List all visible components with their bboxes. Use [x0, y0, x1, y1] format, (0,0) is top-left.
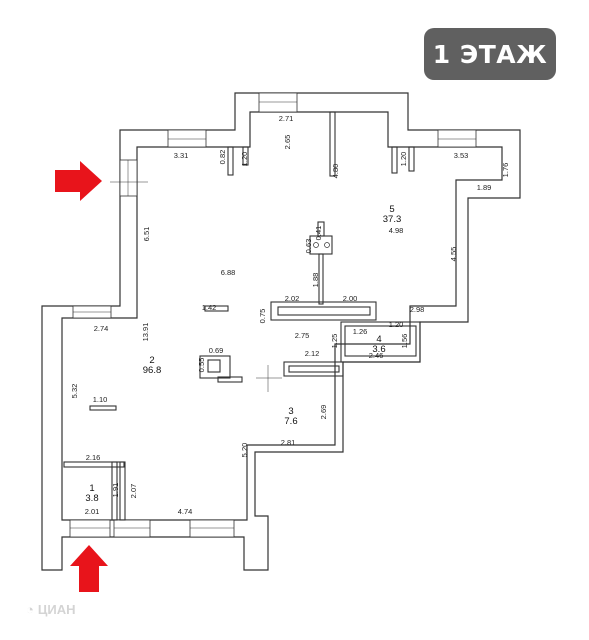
partition	[217, 376, 243, 383]
dimension-label: 2.12	[305, 349, 320, 358]
dimension-label: 1.91	[111, 483, 120, 498]
partition	[288, 365, 340, 373]
dimension-label: 2.65	[283, 135, 292, 150]
entrance-arrow-bottom-icon	[70, 545, 108, 592]
dimension-label: 3.31	[174, 151, 189, 160]
dimension-label: 2.71	[279, 114, 294, 123]
dimension-label: 1.88	[311, 273, 320, 288]
partition-stub	[227, 146, 234, 176]
dimension-label: 1.20	[240, 152, 249, 167]
room-area: 96.8	[143, 365, 162, 376]
window	[113, 519, 151, 538]
partition-stub	[242, 146, 249, 166]
dimension-label: 4.98	[389, 226, 404, 235]
partition-stub	[408, 146, 415, 172]
dimension-label: 1.89	[477, 183, 492, 192]
dimension-label: 0.41	[314, 226, 323, 241]
partition	[340, 321, 421, 363]
dimension-label: 4.55	[449, 247, 458, 262]
room-area: 7.6	[284, 416, 297, 427]
dimension-label: 0.55	[197, 358, 206, 373]
watermark-text: ЦИАН	[37, 602, 76, 617]
window	[119, 159, 138, 197]
inner-wall	[61, 111, 503, 521]
dimension-label: 1.20	[389, 320, 404, 329]
dimension-label: 4.74	[178, 507, 193, 516]
dimension-label: 2.69	[319, 405, 328, 420]
room-number: 3	[288, 406, 293, 417]
column	[199, 355, 231, 379]
window	[69, 519, 111, 538]
dimension-label: 2.75	[295, 331, 310, 340]
column	[317, 221, 325, 237]
window	[189, 519, 235, 538]
dimension-label: 0.69	[209, 346, 224, 355]
dimension-label: 0.82	[218, 150, 227, 165]
room-number: 5	[389, 204, 394, 215]
dimension-label: 0.75	[258, 309, 267, 324]
partition	[111, 461, 118, 521]
partition	[63, 461, 125, 468]
entrance-arrow-left-icon	[55, 161, 102, 201]
partition	[344, 325, 417, 357]
room-number: 2	[149, 355, 154, 366]
partition	[283, 361, 344, 377]
dimension-label: 3.53	[454, 151, 469, 160]
partition	[277, 306, 371, 316]
room-number: 4	[376, 334, 381, 345]
partition-stub	[391, 146, 398, 174]
dimension-label: 5.20	[240, 443, 249, 458]
dimension-label: 13.91	[141, 323, 150, 342]
room-area: 37.3	[383, 214, 402, 225]
dimension-label: 1.26	[353, 327, 368, 336]
partition	[204, 305, 229, 312]
dimension-label: 2.00	[343, 294, 358, 303]
dimension-label: 2.02	[285, 294, 300, 303]
dimension-label: 1.20	[399, 152, 408, 167]
room-area: 3.8	[85, 493, 98, 504]
dimension-label: 4.80	[331, 164, 340, 179]
dimension-label: 2.98	[410, 305, 425, 314]
partition-stub	[329, 111, 336, 177]
partition	[270, 301, 377, 321]
cian-logo-icon: ◔	[26, 602, 34, 617]
dimension-label: 2.16	[86, 453, 101, 462]
dimension-label: 1.76	[501, 163, 510, 178]
dimension-label: 1.25	[330, 334, 339, 349]
dimension-label: 5.32	[70, 384, 79, 399]
room-number: 1	[89, 483, 94, 494]
partition	[119, 461, 126, 521]
dimension-label: 1.10	[93, 395, 108, 404]
dimension-label: 2.74	[94, 324, 109, 333]
dimension-label: 6.51	[142, 227, 151, 242]
floor-label-badge: 1 ЭТАЖ	[424, 28, 556, 80]
dimension-label: 2.07	[129, 484, 138, 499]
column	[207, 359, 221, 373]
watermark: ◔ЦИАН	[26, 602, 75, 617]
window	[258, 92, 298, 113]
dimension-label: 1.42	[202, 303, 217, 312]
room-area: 3.6	[372, 344, 385, 355]
window	[437, 129, 477, 148]
outer-wall	[41, 92, 521, 571]
dimension-label: 1.56	[400, 334, 409, 349]
column	[318, 253, 324, 305]
dimension-label: 2.01	[85, 507, 100, 516]
dimension-label: 2.46	[369, 351, 384, 360]
dimension-label: 6.88	[221, 268, 236, 277]
floor-label: 1 ЭТАЖ	[432, 39, 548, 69]
dimension-label: 0.63	[304, 239, 313, 254]
partition	[89, 405, 117, 411]
window	[167, 129, 207, 148]
dimension-label: 2.81	[281, 438, 296, 447]
